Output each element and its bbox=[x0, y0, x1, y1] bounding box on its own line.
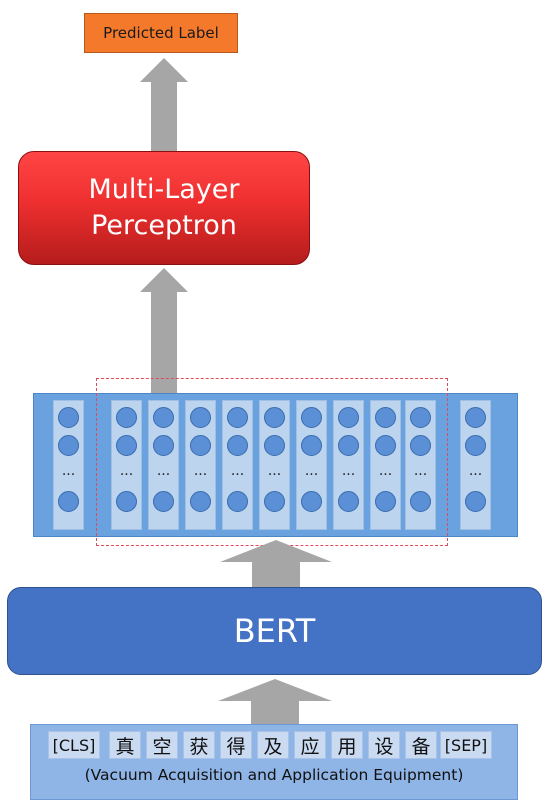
embedding-node bbox=[58, 407, 79, 428]
embedding-ellipsis: ... bbox=[230, 463, 245, 479]
input-token: 备 bbox=[405, 731, 437, 759]
predicted-label-text: Predicted Label bbox=[103, 24, 219, 42]
embedding-node bbox=[264, 435, 285, 456]
embedding-node bbox=[375, 435, 396, 456]
embedding-node bbox=[153, 491, 174, 512]
input-token: 用 bbox=[331, 731, 363, 759]
embedding-node bbox=[301, 435, 322, 456]
embedding-ellipsis: ... bbox=[119, 463, 134, 479]
embedding-node bbox=[153, 407, 174, 428]
mlp-title-line1: Multi-Layer bbox=[88, 174, 240, 205]
embedding-node bbox=[410, 407, 431, 428]
embedding-column: ... bbox=[222, 400, 253, 530]
embedding-column: ... bbox=[405, 400, 436, 530]
embedding-node bbox=[190, 407, 211, 428]
embedding-node bbox=[227, 491, 248, 512]
input-token: [SEP] bbox=[440, 731, 492, 759]
bert-block: BERT bbox=[7, 587, 542, 675]
embedding-ellipsis: ... bbox=[413, 463, 428, 479]
embedding-node bbox=[116, 407, 137, 428]
embedding-node bbox=[410, 491, 431, 512]
input-token: 空 bbox=[146, 731, 178, 759]
input-token: 应 bbox=[294, 731, 326, 759]
arrow-embeddings-to-mlp bbox=[140, 268, 188, 393]
embedding-node bbox=[227, 407, 248, 428]
embedding-ellipsis: ... bbox=[61, 463, 76, 479]
embedding-node bbox=[465, 435, 486, 456]
embedding-column: ... bbox=[53, 400, 84, 530]
embedding-ellipsis: ... bbox=[341, 463, 356, 479]
selected-token-embeddings-box bbox=[96, 378, 448, 546]
bert-label: BERT bbox=[233, 612, 316, 650]
embedding-column: ... bbox=[370, 400, 401, 530]
embedding-ellipsis: ... bbox=[468, 463, 483, 479]
embedding-node bbox=[375, 407, 396, 428]
embedding-node bbox=[116, 491, 137, 512]
embedding-column: ... bbox=[259, 400, 290, 530]
embedding-node bbox=[264, 407, 285, 428]
embedding-ellipsis: ... bbox=[304, 463, 319, 479]
arrow-bert-to-embeddings bbox=[220, 540, 332, 587]
input-token: 设 bbox=[368, 731, 400, 759]
embedding-ellipsis: ... bbox=[156, 463, 171, 479]
input-token: 及 bbox=[257, 731, 289, 759]
predicted-label-box: Predicted Label bbox=[84, 13, 238, 53]
embedding-node bbox=[227, 435, 248, 456]
embedding-column: ... bbox=[296, 400, 327, 530]
embedding-node bbox=[465, 491, 486, 512]
embedding-node bbox=[58, 491, 79, 512]
embedding-node bbox=[190, 491, 211, 512]
embedding-node bbox=[338, 407, 359, 428]
embedding-node bbox=[465, 407, 486, 428]
embedding-ellipsis: ... bbox=[267, 463, 282, 479]
mlp-block: Multi-Layer Perceptron bbox=[18, 151, 310, 265]
arrow-tokens-to-bert bbox=[218, 679, 332, 724]
embedding-node bbox=[58, 435, 79, 456]
input-token: 得 bbox=[220, 731, 252, 759]
embedding-node bbox=[410, 435, 431, 456]
embedding-node bbox=[375, 491, 396, 512]
embedding-node bbox=[116, 435, 137, 456]
input-token: 真 bbox=[109, 731, 141, 759]
embedding-node bbox=[264, 491, 285, 512]
embedding-ellipsis: ... bbox=[193, 463, 208, 479]
mlp-title-line2: Perceptron bbox=[91, 210, 237, 241]
embedding-column: ... bbox=[333, 400, 364, 530]
input-translation-caption: (Vacuum Acquisition and Application Equi… bbox=[84, 766, 464, 784]
input-token: 获 bbox=[183, 731, 215, 759]
arrow-mlp-to-label bbox=[140, 58, 188, 151]
embedding-node bbox=[338, 435, 359, 456]
input-token: [CLS] bbox=[48, 731, 100, 759]
embedding-column: ... bbox=[185, 400, 216, 530]
embedding-column: ... bbox=[460, 400, 491, 530]
embedding-node bbox=[301, 407, 322, 428]
embedding-node bbox=[190, 435, 211, 456]
embedding-node bbox=[338, 491, 359, 512]
embedding-ellipsis: ... bbox=[378, 463, 393, 479]
embedding-column: ... bbox=[148, 400, 179, 530]
embedding-node bbox=[153, 435, 174, 456]
embedding-column: ... bbox=[111, 400, 142, 530]
embedding-node bbox=[301, 491, 322, 512]
